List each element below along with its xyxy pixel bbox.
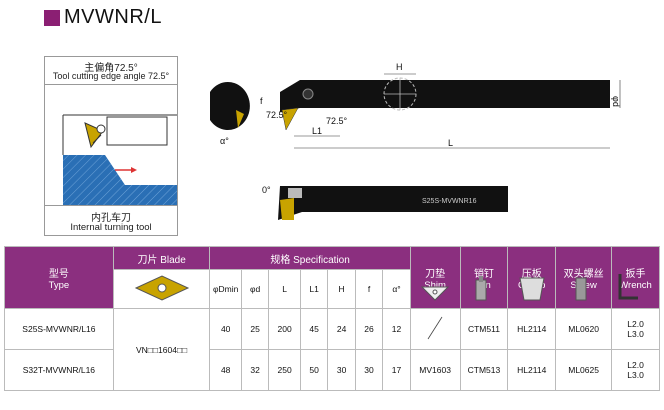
dim-h: H [396, 62, 403, 72]
tool-shank [300, 80, 610, 108]
table-row: S32T-MVWNR/L16 48 32 250 50 30 30 17 MV1… [4, 349, 660, 391]
dim-f: f [260, 96, 263, 106]
angle-detail-box: 主偏角72.5° Tool cutting edge angle 72.5° 内… [44, 56, 178, 236]
row-type: S25S-MVWNR/L16 [4, 308, 114, 350]
dim-alpha: α° [220, 136, 229, 146]
col-blade: 刀片 Blade [112, 246, 211, 270]
dim-d: φd [611, 96, 621, 107]
dim-l1: L1 [312, 126, 322, 136]
col-spec: 规格 Specification [209, 246, 411, 270]
spec-col-l: L [268, 269, 301, 309]
caption-cn: 内孔车刀 [91, 213, 131, 224]
tool-marking: S25S-MVWNR16 [422, 198, 477, 205]
row-type: S32T-MVWNR/L16 [4, 349, 114, 391]
dim-angle1: 72.5° [266, 110, 288, 120]
spec-col-f: f [354, 269, 384, 309]
shim-empty [409, 308, 461, 350]
end-view [210, 82, 250, 130]
title-text: MVWNR/L [64, 6, 162, 28]
tool-side-view [302, 186, 508, 212]
dim-angle2: 72.5° [326, 116, 348, 126]
blade-image [112, 269, 211, 309]
spec-col-alpha: α° [382, 269, 411, 309]
table-row: S25S-MVWNR/L16 VN□□1604□□ 40 25 200 45 2… [4, 308, 660, 391]
angle-label-cn: 主偏角72.5° [84, 63, 138, 74]
tool-drawing: H φd 72.5° 72.5° f L1 L α° S25S-MVWNR16 … [210, 62, 621, 220]
dim-l: L [448, 138, 453, 148]
caption-en: Internal turning tool [70, 222, 152, 233]
spec-col-l1: L1 [299, 269, 329, 309]
spec-col-h: H [327, 269, 356, 309]
spec-col-dmin: φDmin [209, 269, 242, 309]
blade-code: VN□□1604□□ [112, 308, 211, 391]
product-title: MVWNR/L [44, 6, 162, 29]
title-marker [44, 9, 60, 26]
internal-turning-illustration [45, 85, 177, 205]
dim-zero: 0° [262, 185, 271, 195]
spec-col-d: φd [240, 269, 270, 309]
angle-label-en: Tool cutting edge angle 72.5° [52, 71, 170, 81]
